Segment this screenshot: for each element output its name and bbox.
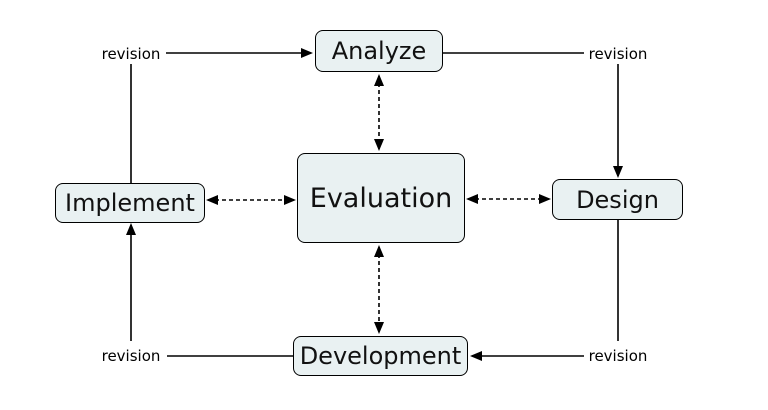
revision-label-top-left: revision	[101, 45, 161, 63]
revision-label-top-right: revision	[588, 45, 648, 63]
node-evaluation: Evaluation	[297, 153, 465, 243]
node-design: Design	[552, 179, 683, 220]
node-analyze: Analyze	[315, 30, 443, 72]
revision-label-bottom-right: revision	[588, 347, 648, 365]
node-development: Development	[293, 336, 468, 376]
node-evaluation-label: Evaluation	[309, 182, 453, 214]
revision-label-bottom-left: revision	[101, 347, 161, 365]
node-implement: Implement	[55, 183, 205, 223]
node-analyze-label: Analyze	[331, 37, 427, 65]
node-development-label: Development	[299, 342, 462, 370]
node-design-label: Design	[576, 185, 659, 214]
node-implement-label: Implement	[65, 189, 195, 217]
